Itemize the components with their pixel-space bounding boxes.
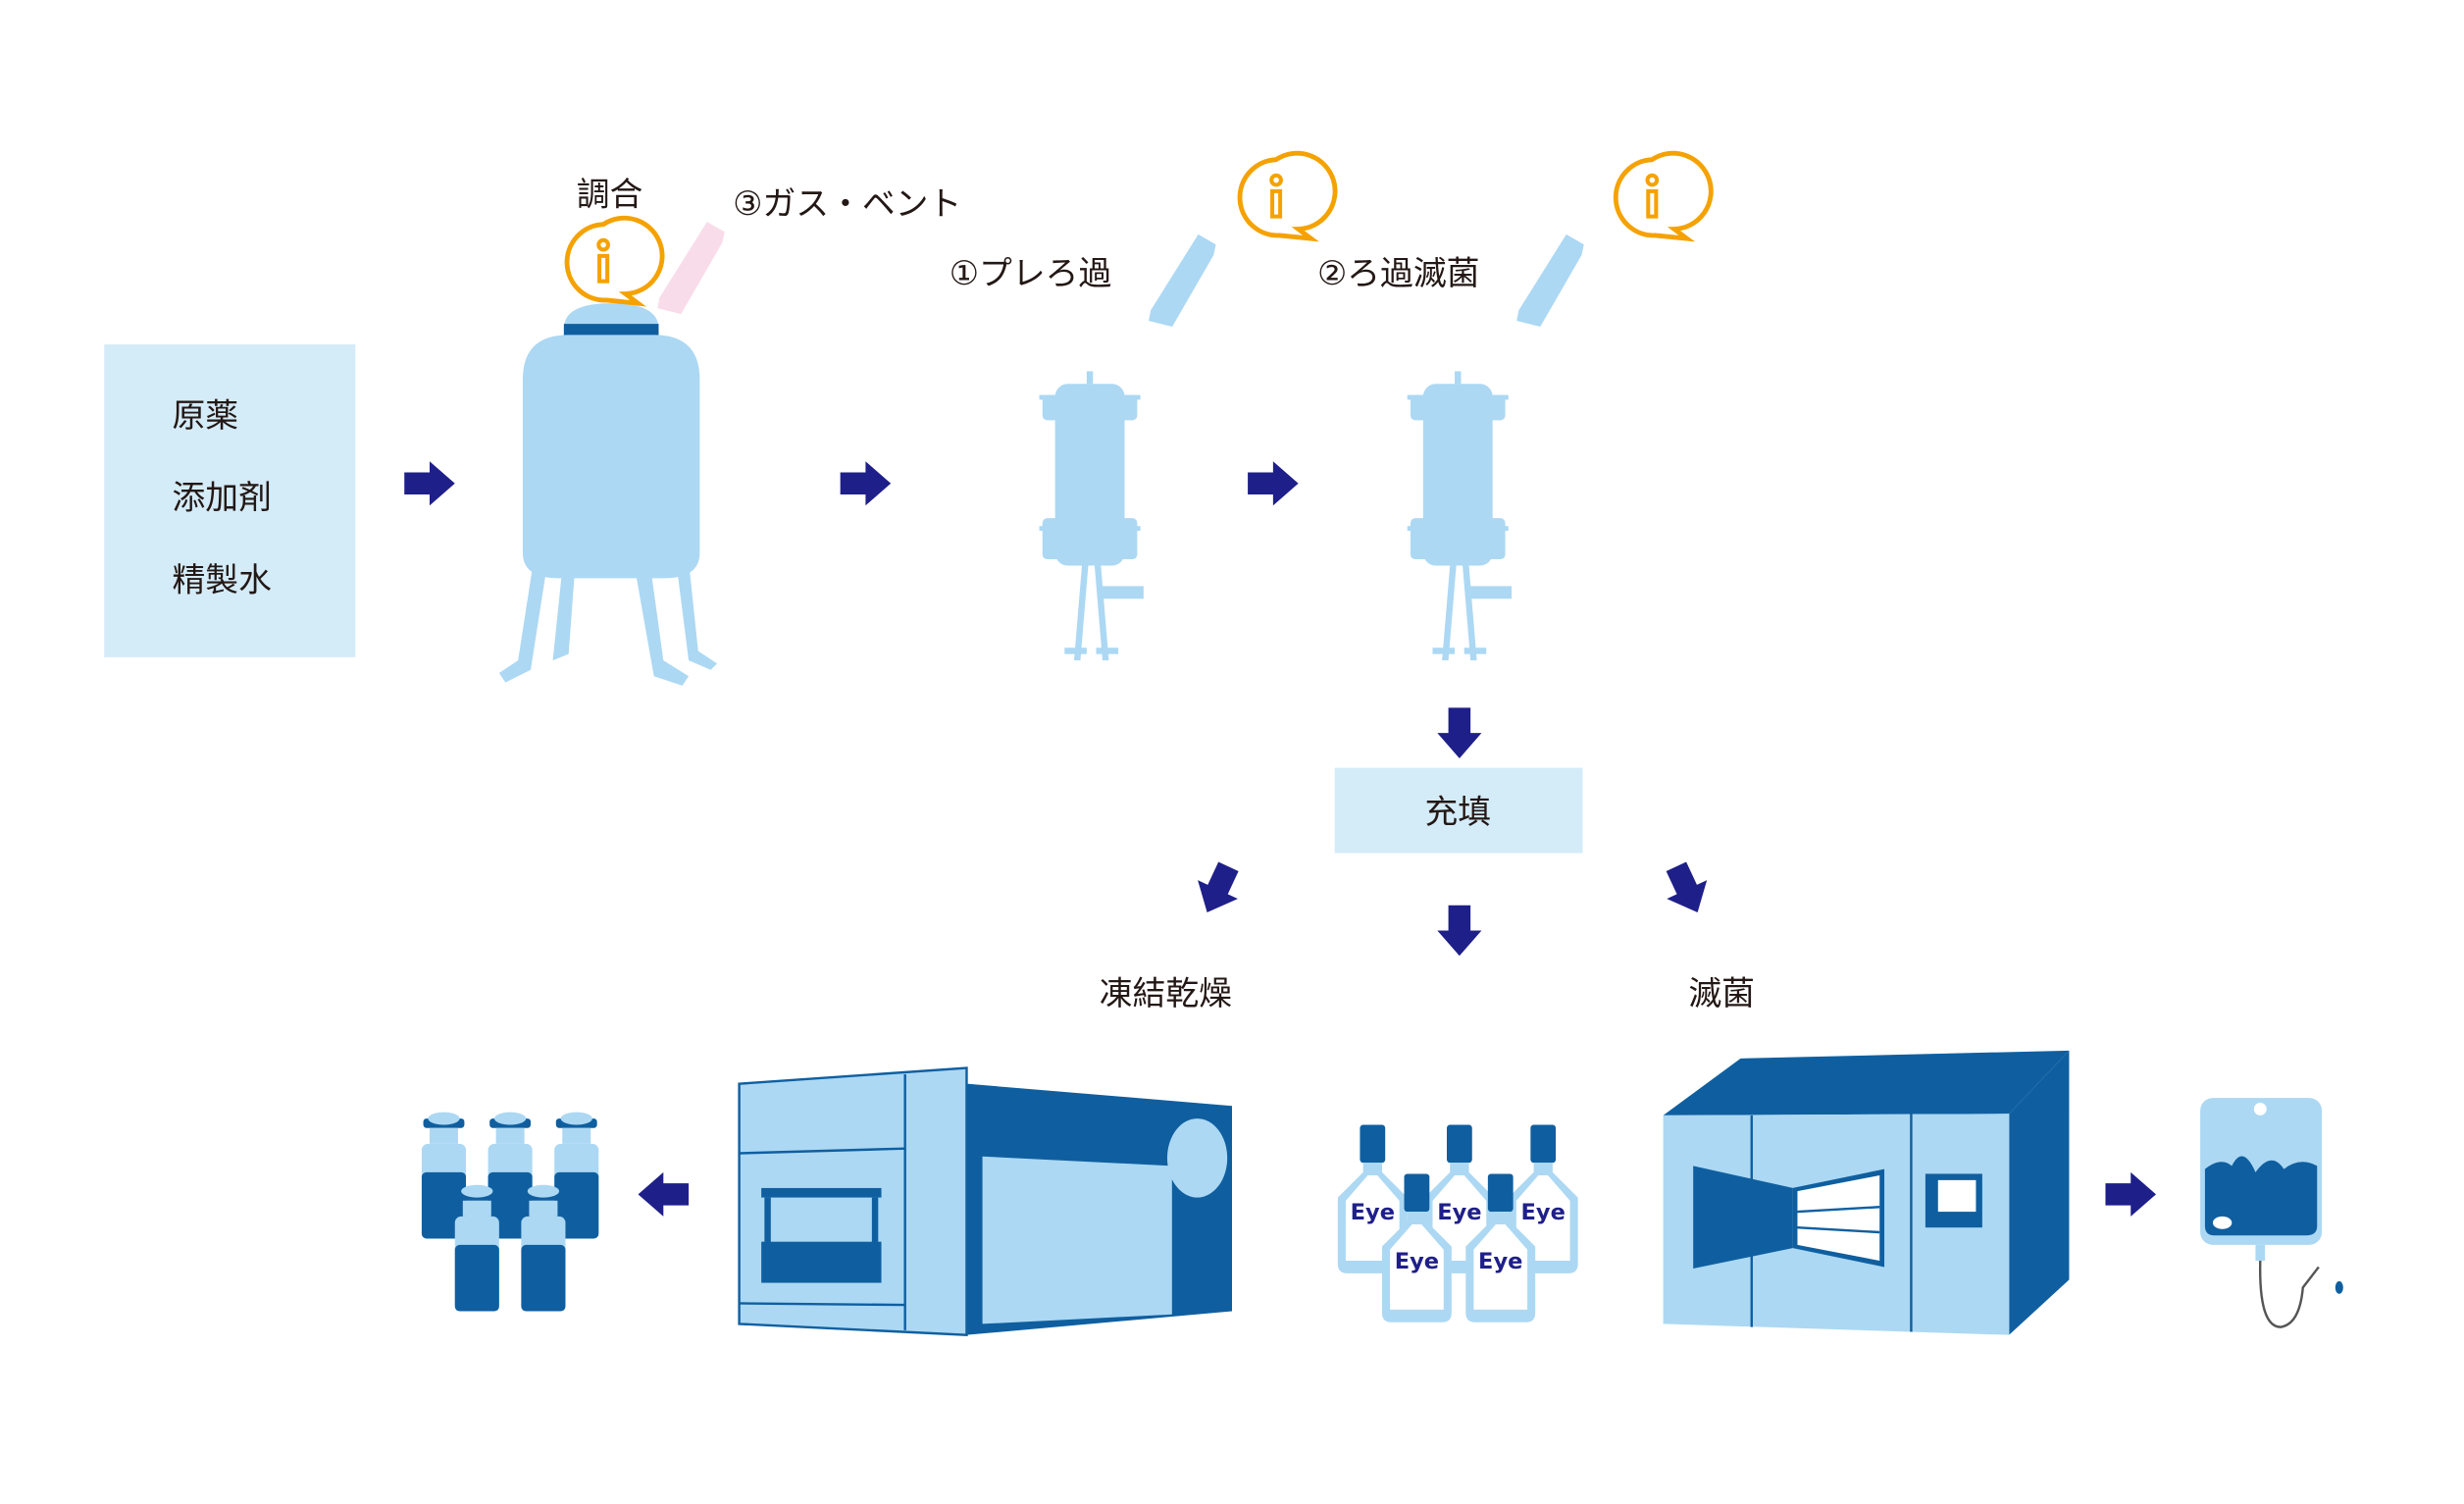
vials-icon (421, 1112, 599, 1312)
sterilizer-icon (1663, 1050, 2070, 1335)
info-bubble-icon[interactable] (567, 218, 662, 303)
mixing-tank (498, 303, 718, 686)
arrow-icon (638, 1171, 690, 1217)
eye-label: Eye (1478, 1249, 1522, 1274)
input-additives: 添加剤 (173, 479, 272, 517)
eye-label: Eye (1437, 1200, 1481, 1225)
raw-materials-box: 原薬 添加剤 精製水 (104, 344, 356, 657)
eye-label: Eye (1521, 1200, 1566, 1225)
filter-cartridge-icon (1514, 233, 1587, 333)
arrow-icon (1656, 856, 1719, 922)
sterile-filter-housing (1407, 371, 1513, 661)
arrow-icon (840, 461, 892, 506)
info-bubble-icon[interactable] (1240, 153, 1335, 238)
iv-bag-icon (2200, 1098, 2343, 1328)
arrow-icon (1437, 905, 1482, 957)
label-sterile-filtration: ②ろ過滅菌 (1317, 254, 1480, 292)
input-purified-water: 精製水 (173, 560, 272, 598)
input-api: 原薬 (173, 396, 239, 435)
arrow-icon (2105, 1171, 2156, 1217)
filter-cartridge-icon (1146, 233, 1219, 333)
arrow-icon (1248, 461, 1299, 506)
arrow-icon (1187, 856, 1249, 922)
arrow-icon (404, 461, 455, 506)
filling-box: 充填 (1334, 767, 1583, 854)
prefilter-housing (1039, 371, 1144, 661)
label-sterilization: 滅菌 (1688, 974, 1755, 1012)
eye-label: Eye (1351, 1200, 1395, 1225)
label-filling: 充填 (1424, 793, 1491, 831)
freeze-dryer-icon (738, 1066, 1232, 1336)
label-freeze-drying: 凍結乾燥 (1100, 974, 1232, 1012)
label-mixing: 調合 (577, 175, 643, 213)
info-bubble-icon[interactable] (1616, 153, 1711, 238)
eye-label: Eye (1395, 1249, 1439, 1274)
label-gas-vent: ③ガス・ベント (733, 184, 961, 223)
label-prefiltration: ①プレろ過 (950, 254, 1112, 292)
eye-drop-bottles-icon: Eye Eye Eye Eye Eye (1337, 1124, 1578, 1322)
gas-vent-filter-icon (654, 220, 728, 320)
arrow-icon (1437, 707, 1482, 758)
